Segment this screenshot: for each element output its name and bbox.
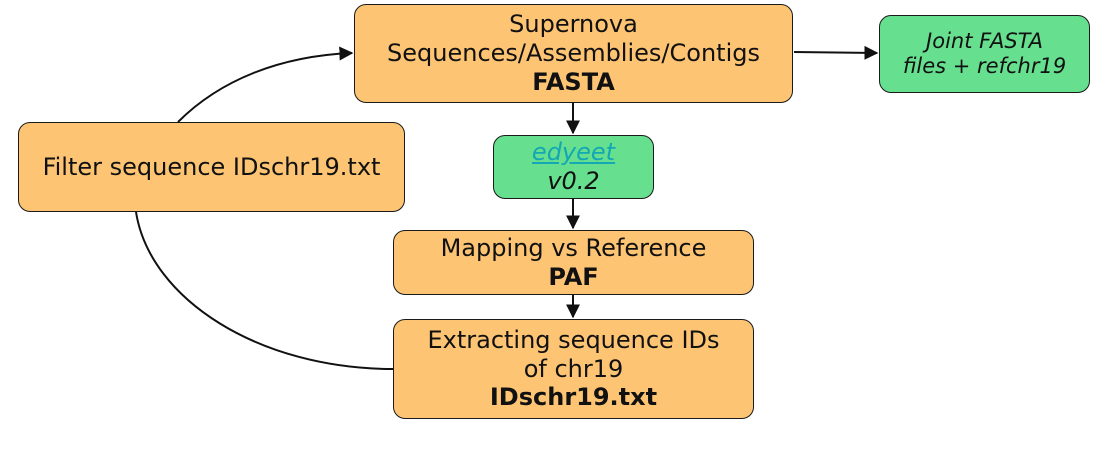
mapping-format: PAF <box>548 262 599 291</box>
filter-label: Filter sequence IDschr19.txt <box>42 152 381 181</box>
edyeet-link[interactable]: edyeet <box>531 138 616 167</box>
mapping-title: Mapping vs Reference <box>440 233 707 262</box>
supernova-node: Supernova Sequences/Assemblies/Contigs F… <box>354 4 793 103</box>
extract-line1: Extracting sequence IDs <box>427 325 720 354</box>
arrow-supernova-to-joint <box>793 45 879 60</box>
joint-line2: files + refchr19 <box>902 54 1067 78</box>
extract-format: IDschr19.txt <box>489 383 658 412</box>
extract-line2: of chr19 <box>523 354 624 383</box>
curve-extract-to-filter <box>135 211 394 370</box>
edyeet-node: edyeet v0.2 <box>493 135 654 199</box>
arrow-filter-to-supernova <box>177 46 354 123</box>
supernova-title: Supernova <box>509 10 638 39</box>
joint-fasta-node: Joint FASTA files + refchr19 <box>879 15 1090 93</box>
extract-node: Extracting sequence IDs of chr19 IDschr1… <box>393 319 754 419</box>
mapping-node: Mapping vs Reference PAF <box>393 230 754 295</box>
edyeet-version: v0.2 <box>547 167 600 195</box>
supernova-format: FASTA <box>532 67 615 96</box>
supernova-subtitle: Sequences/Assemblies/Contigs <box>387 39 760 68</box>
filter-node: Filter sequence IDschr19.txt <box>18 122 405 212</box>
joint-line1: Joint FASTA <box>926 28 1043 53</box>
